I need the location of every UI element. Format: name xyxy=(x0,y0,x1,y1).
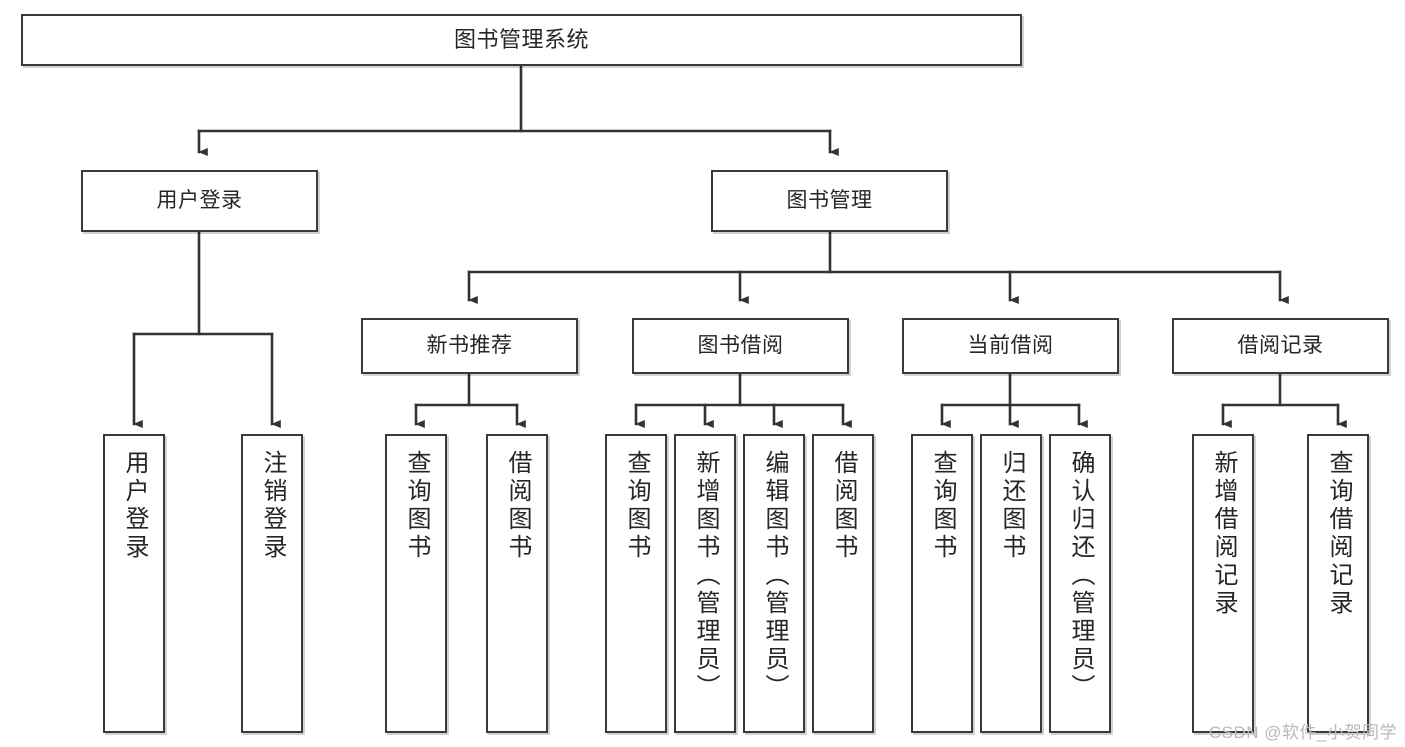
node-borrow-record[interactable]: 借阅记录 xyxy=(1172,318,1389,374)
node-user-login[interactable]: 用户登录 xyxy=(81,170,318,232)
leaf-query-book-new[interactable]: 查询图书 xyxy=(385,434,447,733)
node-book-management[interactable]: 图书管理 xyxy=(711,170,948,232)
leaf-query-book-current-label: 查询图书 xyxy=(929,450,956,562)
leaf-add-borrow-record-label: 新增借阅记录 xyxy=(1210,450,1237,618)
leaf-add-borrow-record[interactable]: 新增借阅记录 xyxy=(1192,434,1254,733)
node-new-book-recommend[interactable]: 新书推荐 xyxy=(361,318,578,374)
leaf-query-borrow-record[interactable]: 查询借阅记录 xyxy=(1307,434,1369,733)
node-book-borrow-label: 图书借阅 xyxy=(697,333,784,357)
leaf-query-book-new-label: 查询图书 xyxy=(403,450,430,562)
leaf-query-book-borrow-label: 查询图书 xyxy=(623,450,650,562)
node-current-borrow[interactable]: 当前借阅 xyxy=(902,318,1119,374)
leaf-borrow-book-new[interactable]: 借阅图书 xyxy=(486,434,548,733)
node-current-borrow-label: 当前借阅 xyxy=(967,333,1054,357)
leaf-add-book-admin-label: 新增图书（管理员） xyxy=(692,450,719,702)
leaf-borrow-book-new-label: 借阅图书 xyxy=(504,450,531,562)
watermark: CSDN @软件_小贺同学 xyxy=(1208,723,1397,742)
node-user-login-label: 用户登录 xyxy=(156,188,243,212)
leaf-logout-label: 注销登录 xyxy=(259,450,286,562)
node-borrow-record-label: 借阅记录 xyxy=(1237,333,1324,357)
leaf-borrow-book-label: 借阅图书 xyxy=(830,450,857,562)
node-book-borrow[interactable]: 图书借阅 xyxy=(632,318,849,374)
node-root[interactable]: 图书管理系统 xyxy=(21,14,1022,66)
node-root-label: 图书管理系统 xyxy=(453,27,589,53)
leaf-return-book-label: 归还图书 xyxy=(998,450,1025,562)
node-new-book-recommend-label: 新书推荐 xyxy=(426,333,513,357)
leaf-logout[interactable]: 注销登录 xyxy=(241,434,303,733)
leaf-query-book-borrow[interactable]: 查询图书 xyxy=(605,434,667,733)
leaf-return-book[interactable]: 归还图书 xyxy=(980,434,1042,733)
leaf-edit-book-admin[interactable]: 编辑图书（管理员） xyxy=(743,434,805,733)
leaf-edit-book-admin-label: 编辑图书（管理员） xyxy=(761,450,788,702)
leaf-query-book-current[interactable]: 查询图书 xyxy=(911,434,973,733)
node-book-management-label: 图书管理 xyxy=(786,188,873,212)
leaf-query-borrow-record-label: 查询借阅记录 xyxy=(1325,450,1352,618)
leaf-confirm-return-admin[interactable]: 确认归还（管理员） xyxy=(1049,434,1111,733)
leaf-user-login-label: 用户登录 xyxy=(121,450,148,562)
leaf-user-login[interactable]: 用户登录 xyxy=(103,434,165,733)
leaf-borrow-book[interactable]: 借阅图书 xyxy=(812,434,874,733)
leaf-add-book-admin[interactable]: 新增图书（管理员） xyxy=(674,434,736,733)
leaf-confirm-return-admin-label: 确认归还（管理员） xyxy=(1067,450,1094,702)
